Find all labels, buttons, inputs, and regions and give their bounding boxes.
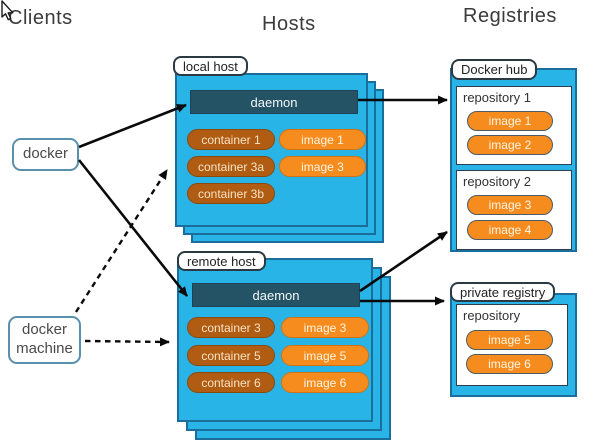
arrow-docker-to-remote-daemon bbox=[77, 159, 189, 297]
local-container-pill: container 1 bbox=[187, 129, 275, 150]
registries-heading: Registries bbox=[463, 5, 557, 27]
local-container-pill: container 3b bbox=[187, 183, 275, 204]
hub-image-pill: image 4 bbox=[467, 220, 553, 240]
local-container-pill: container 3a bbox=[187, 156, 275, 177]
private-registry-label: private registry bbox=[450, 282, 556, 302]
remote-container-pill: container 3 bbox=[187, 317, 275, 338]
local-image-pill: image 1 bbox=[279, 129, 366, 150]
hub-image-pill: image 2 bbox=[467, 135, 553, 155]
private-repository-title: repository bbox=[463, 308, 521, 323]
docker-hub-label: Docker hub bbox=[451, 59, 538, 80]
remote-host-label: remote host bbox=[177, 251, 266, 271]
repository-2-title: repository 2 bbox=[463, 174, 531, 189]
local-daemon-bar: daemon bbox=[190, 90, 358, 114]
arrow-docker-machine-to-local-host bbox=[74, 169, 169, 313]
remote-container-pill: container 6 bbox=[187, 372, 275, 393]
remote-image-pill: image 3 bbox=[281, 317, 369, 338]
arrow-docker-machine-to-remote-host bbox=[84, 337, 170, 347]
remote-image-pill: image 5 bbox=[281, 345, 369, 366]
repository-1-title: repository 1 bbox=[463, 90, 531, 105]
docker-machine-client-box: docker machine bbox=[8, 316, 81, 364]
local-image-pill: image 3 bbox=[279, 156, 366, 177]
remote-container-pill: container 5 bbox=[187, 345, 275, 366]
remote-image-pill: image 6 bbox=[281, 372, 369, 393]
hub-image-pill: image 3 bbox=[467, 195, 553, 215]
hub-image-pill: image 1 bbox=[467, 111, 553, 131]
clients-heading: Clients bbox=[8, 7, 73, 29]
local-host-label: local host bbox=[173, 56, 248, 76]
private-image-pill: image 6 bbox=[466, 354, 553, 374]
remote-daemon-bar: daemon bbox=[192, 283, 360, 307]
arrow-docker-to-local-daemon bbox=[78, 103, 187, 149]
private-image-pill: image 5 bbox=[466, 330, 553, 350]
docker-client-box: docker bbox=[12, 138, 79, 171]
mouse-pointer-icon bbox=[1, 0, 14, 21]
hosts-heading: Hosts bbox=[262, 13, 316, 35]
